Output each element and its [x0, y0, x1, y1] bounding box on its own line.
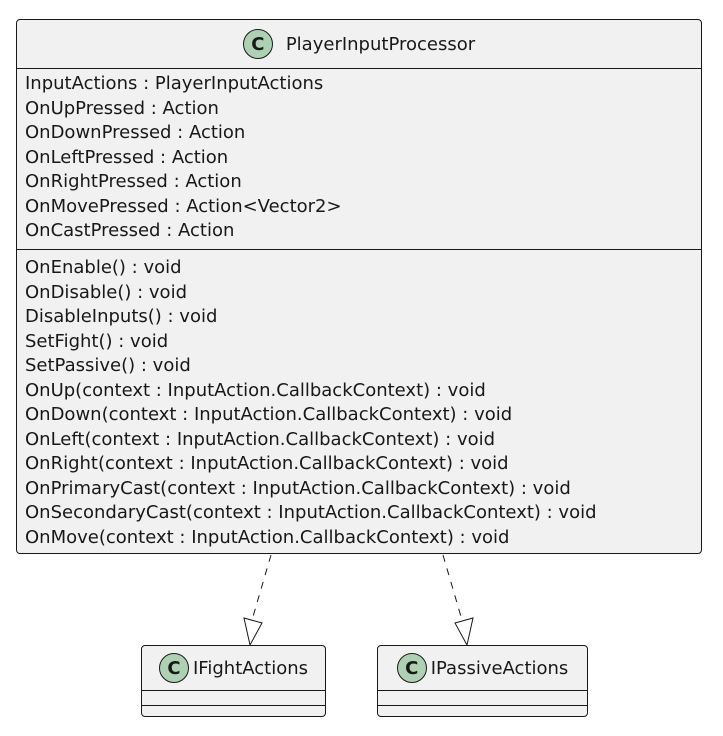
method-row: OnDown(context : InputAction.CallbackCon…: [25, 404, 513, 425]
field-row: OnLeftPressed : Action: [25, 146, 229, 168]
realization-arrowhead-ifightactions: [243, 617, 263, 647]
method-row: OnMove(context : InputAction.CallbackCon…: [25, 526, 510, 548]
class-header: C IFightActions: [142, 646, 325, 691]
section-divider: [17, 249, 701, 250]
class-playerinputprocessor[interactable]: C PlayerInputProcessor InputActions : Pl…: [16, 19, 702, 554]
method-row: OnSecondaryCast(context : InputAction.Ca…: [25, 502, 597, 523]
section-divider: [378, 705, 587, 706]
field-row: OnUpPressed : Action: [25, 97, 219, 119]
method-row: OnPrimaryCast(context : InputAction.Call…: [25, 477, 571, 499]
field-row: OnCastPressed : Action: [25, 220, 235, 241]
method-row: OnUp(context : InputAction.CallbackConte…: [25, 379, 486, 401]
class-stereotype-icon: C: [242, 29, 273, 59]
class-name: IFightActions: [193, 657, 308, 679]
class-header: C IPassiveActions: [378, 646, 587, 691]
class-stereotype-letter: C: [405, 657, 419, 679]
methods-section: OnEnable() : void OnDisable() : void Dis…: [17, 256, 701, 550]
fields-section: InputActions : PlayerInputActions OnUpPr…: [17, 72, 701, 244]
method-row: DisableInputs() : void: [25, 306, 218, 327]
field-row: OnMovePressed : Action<Vector2>: [25, 195, 342, 217]
method-row: OnRight(context : InputAction.CallbackCo…: [25, 453, 509, 474]
class-name: IPassiveActions: [430, 657, 569, 679]
class-stereotype-letter: C: [167, 657, 181, 679]
field-row: OnRightPressed : Action: [25, 171, 242, 192]
section-divider: [142, 705, 325, 706]
field-row: OnDownPressed : Action: [25, 122, 246, 143]
method-row: SetPassive() : void: [25, 355, 191, 376]
method-row: OnDisable() : void: [25, 281, 187, 303]
realization-line-ifightactions: [251, 554, 272, 621]
method-row: OnEnable() : void: [25, 257, 182, 278]
method-row: SetFight() : void: [25, 330, 169, 352]
class-ipassiveactions[interactable]: C IPassiveActions: [377, 645, 588, 717]
realization-arrowhead-ipassiveactions: [454, 617, 474, 647]
realization-line-ipassiveactions: [442, 554, 463, 621]
method-row: OnLeft(context : InputAction.CallbackCon…: [25, 428, 496, 450]
field-row: InputActions : PlayerInputActions: [25, 73, 324, 94]
class-stereotype-icon: C: [396, 653, 427, 683]
class-ifightactions[interactable]: C IFightActions: [141, 645, 326, 717]
class-stereotype-icon: C: [159, 653, 189, 683]
class-header: C PlayerInputProcessor: [17, 20, 701, 69]
class-stereotype-letter: C: [251, 33, 265, 55]
class-name: PlayerInputProcessor: [285, 33, 476, 55]
